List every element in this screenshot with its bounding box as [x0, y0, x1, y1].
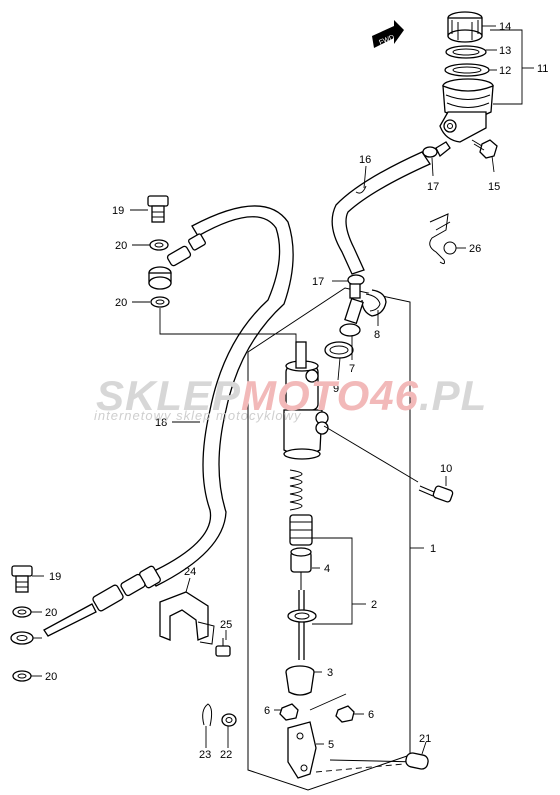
- callout-17-lower: 17: [312, 276, 324, 288]
- callout-22: 22: [220, 749, 232, 761]
- watermark-brand-part3: .PL: [418, 372, 488, 419]
- callout-17-upper: 17: [427, 181, 439, 193]
- sealing-washer-lower-b-part: [12, 670, 32, 682]
- return-spring-part: [289, 469, 303, 511]
- mounting-bolt-part: [418, 485, 454, 503]
- callout-21: 21: [419, 733, 431, 745]
- brake-hose-part: [43, 205, 294, 637]
- callout-25: 25: [220, 619, 232, 631]
- callout-23: 23: [199, 749, 211, 761]
- union-bolt-upper-part: [147, 195, 169, 223]
- watermark-brand: SKLEPMOTO46.PL: [96, 372, 487, 420]
- reservoir-screw-part: [471, 139, 498, 159]
- watermark-subtitle: internetowy sklep motocyklowy: [94, 408, 302, 423]
- lock-nut-right-part: [335, 705, 355, 723]
- reservoir-cap-part: [447, 11, 483, 43]
- callout-5: 5: [328, 739, 334, 751]
- callout-20-c: 20: [45, 607, 57, 619]
- piston-part: [290, 547, 312, 590]
- watermark-brand-part2: MOTO46: [241, 372, 419, 419]
- callout-labels: 14 13 12 11 17 15 16 19 20 26 17 20 8 7 …: [45, 21, 548, 761]
- master-cylinder-body-part: [283, 341, 329, 460]
- callout-6-right: 6: [368, 709, 374, 721]
- forward-arrow-icon: FWD: [372, 20, 404, 48]
- leader-lines: [31, 25, 534, 773]
- callout-8: 8: [374, 329, 380, 341]
- hose-connector-part: [339, 297, 364, 337]
- washer-part: [221, 713, 237, 727]
- callout-7: 7: [349, 363, 355, 375]
- callout-2: 2: [371, 599, 377, 611]
- callout-6-left: 6: [264, 705, 270, 717]
- clevis-pin-part: [329, 752, 429, 770]
- callout-3: 3: [327, 667, 333, 679]
- clevis-part: [287, 721, 317, 779]
- lock-nut-left-part: [279, 703, 299, 721]
- hose-clamp-upper-part: [422, 141, 451, 158]
- sealing-washer-upper-b-part: [150, 296, 170, 308]
- callout-14: 14: [499, 21, 511, 33]
- callout-20-a: 20: [115, 240, 127, 252]
- bracket-bolt-part: [215, 638, 231, 657]
- o-ring-part: [324, 341, 354, 359]
- dust-boot-part: [285, 665, 315, 696]
- callout-11: 11: [537, 63, 548, 75]
- cotter-pin-part: [202, 703, 213, 727]
- callout-9: 9: [333, 383, 339, 395]
- callout-19-upper: 19: [112, 205, 124, 217]
- callout-13: 13: [499, 45, 511, 57]
- spring-clip-part: [429, 213, 457, 265]
- callout-12: 12: [499, 65, 511, 77]
- reservoir-diaphragm-part: [445, 45, 487, 59]
- callout-18: 18: [155, 417, 167, 429]
- callout-15: 15: [488, 181, 500, 193]
- callout-16: 16: [359, 154, 371, 166]
- banjo-fitting-lower-part: [10, 631, 34, 645]
- union-bolt-lower-part: [11, 565, 33, 593]
- reservoir-plate-part: [444, 63, 490, 77]
- circlip-part: [361, 289, 387, 317]
- callout-10: 10: [440, 463, 452, 475]
- watermark-brand-part1: SKLEP: [96, 372, 242, 419]
- callout-19-lower: 19: [49, 571, 61, 583]
- assembly-frame: [247, 287, 411, 791]
- callout-24: 24: [184, 566, 196, 578]
- callout-20-b: 20: [115, 297, 127, 309]
- callout-26: 26: [469, 243, 481, 255]
- callout-4: 4: [324, 563, 330, 575]
- reservoir-hose-part: [331, 151, 431, 275]
- hose-bracket-part: [159, 591, 215, 645]
- callout-1: 1: [430, 543, 436, 555]
- piston-cup-part: [289, 514, 313, 546]
- push-rod-part: [287, 590, 317, 660]
- reservoir-body-part: [439, 78, 494, 143]
- hose-clamp-lower-part: [347, 274, 365, 299]
- sealing-washer-lower-a-part: [12, 606, 32, 618]
- callout-20-d: 20: [45, 671, 57, 683]
- banjo-fitting-upper-part: [148, 266, 172, 290]
- sealing-washer-upper-a-part: [149, 239, 169, 251]
